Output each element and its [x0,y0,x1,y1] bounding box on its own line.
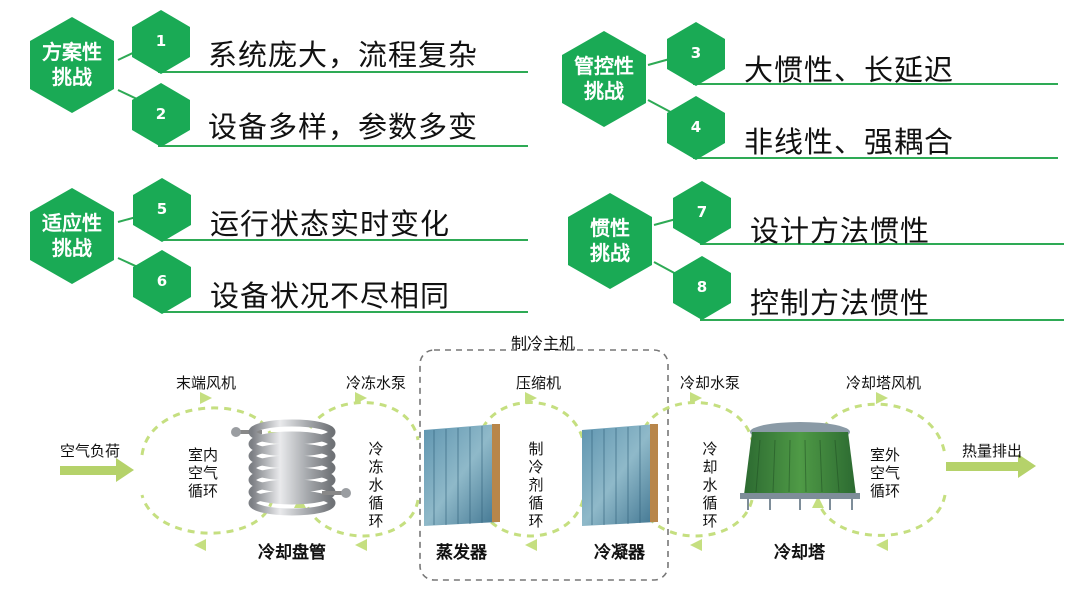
number-hexagon [132,10,190,74]
challenge-item-text: 非线性、强耦合 [744,125,955,159]
challenge-item-text: 设计方法惯性 [750,214,931,248]
indoor-air-loop-label: 室内空气循环 [187,446,218,500]
number-hexagon [667,22,725,86]
evaporator-label: 蒸发器 [436,543,487,563]
tower-fan-label: 冷却塔风机 [846,374,922,392]
chiller-group-title: 制冷主机 [511,334,576,353]
challenge-item-text: 设备多样，参数多变 [208,110,479,144]
item-number: 5 [156,200,168,218]
item-number: 2 [155,105,167,123]
condenser-image [582,424,658,526]
category-label-scheme: 方案性挑战 [42,40,102,89]
cooling-tower-label: 冷却塔 [774,543,825,563]
item-number: 3 [690,44,702,62]
compressor-label: 压缩机 [516,374,562,392]
input-arrow [60,458,134,482]
item-number: 8 [696,278,708,296]
chilled-water-loop-label: 冷冻水循环 [368,440,384,530]
cooling-tower-image [740,422,860,510]
category-label-control: 管控性挑战 [574,54,634,103]
cooling-coil-label: 冷却盘管 [258,543,326,563]
challenge-item-text: 运行状态实时变化 [210,207,451,241]
challenge-group-3 [30,178,528,314]
number-hexagon [132,83,190,147]
category-label-adaptive: 适应性挑战 [42,211,102,260]
challenge-item-text: 控制方法惯性 [750,286,931,320]
category-hexagon [30,188,114,284]
item-number: 7 [696,203,708,221]
category-hexagon [30,17,114,113]
input-label: 空气负荷 [60,442,121,460]
challenge-group-1 [30,10,528,147]
condenser-label: 冷凝器 [594,543,645,563]
number-hexagon [133,250,191,314]
number-hexagon [673,256,731,320]
chilled-water-pump-label: 冷冻水泵 [346,374,407,392]
item-number: 4 [690,118,702,136]
outdoor-air-loop-label: 室外空气循环 [869,446,900,500]
challenges-graphics [30,10,1064,321]
output-label: 热量排出 [962,442,1023,460]
number-hexagon [673,181,731,245]
output-arrow [946,454,1036,478]
category-label-inertia: 惯性挑战 [590,216,630,265]
cooling-water-pump-label: 冷却水泵 [680,374,741,392]
cooling-water-loop-label: 冷却水循环 [702,440,718,530]
refrigerant-loop-label: 制冷剂循环 [528,440,544,530]
number-hexagon [667,96,725,160]
end-fan-label: 末端风机 [176,374,237,392]
cooling-water-loop [638,401,754,538]
challenge-item-text: 大惯性、长延迟 [744,53,955,87]
category-hexagon [562,31,646,127]
evaporator-image [424,424,500,526]
challenge-item-text: 系统庞大，流程复杂 [208,38,479,72]
challenge-group-4 [568,181,1064,321]
cooling-coil-image [231,419,351,516]
item-number: 6 [156,272,168,290]
challenge-group-2 [562,22,1058,160]
challenge-item-text: 设备状况不尽相同 [210,279,451,313]
chiller-group-box [419,349,669,581]
number-hexagon [133,178,191,242]
item-number: 1 [155,32,167,50]
category-hexagon [568,193,652,289]
